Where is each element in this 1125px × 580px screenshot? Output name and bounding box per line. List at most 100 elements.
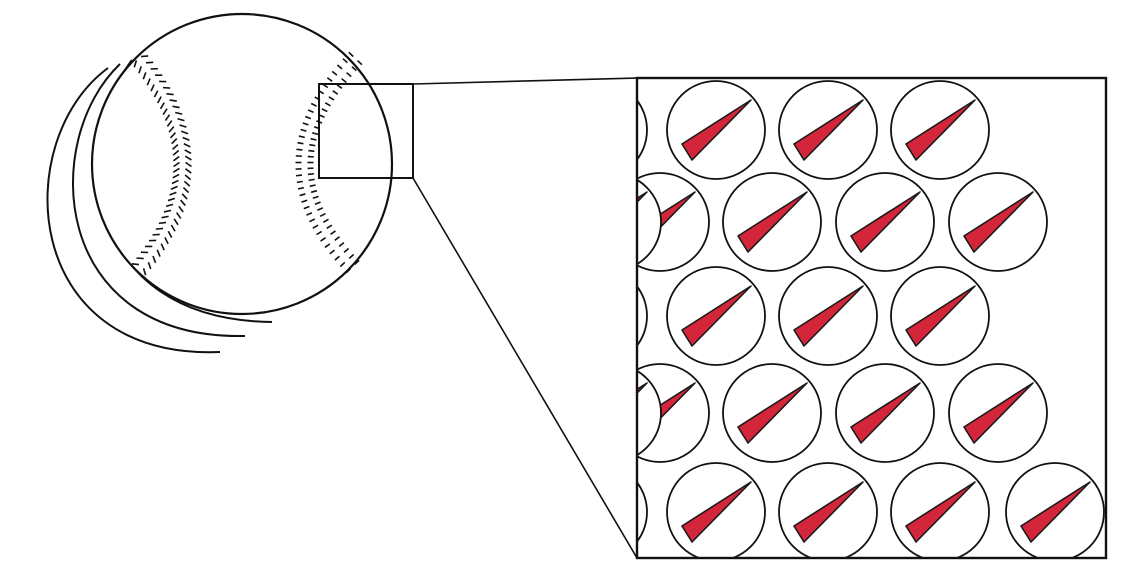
stitch-mark <box>164 114 171 121</box>
stitch-mark <box>317 207 324 212</box>
stitch-mark <box>184 174 192 181</box>
stitch-mark <box>320 237 327 242</box>
stitch-mark <box>167 197 176 202</box>
domain-arrow-icon <box>564 100 633 160</box>
domain-arrow-icon <box>850 191 921 253</box>
stitch-mark <box>314 201 321 206</box>
magnetic-domain <box>778 80 878 180</box>
stitch-mark <box>309 184 316 188</box>
domain-arrow-icon <box>564 286 633 346</box>
magnetic-domain <box>666 462 766 558</box>
zoom-guide-top <box>412 77 638 85</box>
motion-line-middle <box>72 63 246 338</box>
stitch-mark <box>331 70 338 76</box>
magnetic-domain <box>890 266 990 366</box>
stitch-mark <box>164 237 169 245</box>
stitch-mark <box>336 84 343 89</box>
stitch-mark <box>308 178 315 182</box>
stitch-mark <box>312 195 319 200</box>
stitch-mark <box>336 64 343 70</box>
stitch-mark <box>310 189 318 194</box>
stitch-mark <box>334 236 340 241</box>
stitch-mark <box>172 173 180 179</box>
stitch-mark <box>309 143 316 147</box>
stitch-mark <box>343 247 350 254</box>
magnetic-domain <box>835 363 935 463</box>
stitch-mark <box>326 77 333 82</box>
stitch-mark <box>312 224 319 229</box>
stitch-mark <box>173 161 180 168</box>
zoom-panel <box>564 76 1108 560</box>
stitch-mark <box>324 102 331 107</box>
stitch-mark <box>302 122 309 126</box>
stitch-mark <box>156 96 162 104</box>
stitch-mark <box>316 230 323 236</box>
ball-outline <box>90 12 394 316</box>
stitch-mark <box>167 230 173 238</box>
stitch-mark <box>153 90 159 98</box>
stitch-mark <box>357 60 363 66</box>
stitch-mark <box>304 115 312 120</box>
stitch-mark <box>295 174 303 177</box>
stitch-mark <box>160 243 165 251</box>
domain-circle <box>637 480 648 544</box>
magnetic-domain <box>666 80 766 180</box>
stitch-mark <box>296 148 303 151</box>
stitch-mark <box>338 242 345 248</box>
stitch-mark <box>174 111 183 115</box>
magnetic-domain <box>722 363 822 463</box>
magnetic-domain <box>778 462 878 558</box>
stitch-mark <box>163 209 172 213</box>
domain-arrow-icon <box>737 191 808 253</box>
stitch-mark <box>172 155 180 162</box>
stitch-mark <box>180 130 189 135</box>
stitch-mark <box>334 255 340 261</box>
stitch-mark <box>172 149 180 156</box>
stitch-mark <box>183 180 191 187</box>
stitch-mark <box>181 193 188 200</box>
stitch-mark <box>156 249 161 257</box>
stitch-mark <box>182 136 190 142</box>
stitch-mark <box>165 203 174 208</box>
stitch-mark <box>146 78 151 86</box>
stitch-mark <box>297 141 304 145</box>
stitch-mark <box>140 55 149 58</box>
stitch-mark <box>329 249 335 255</box>
stitch-mark <box>322 218 329 223</box>
stitch-mark <box>142 72 147 80</box>
stitch-mark <box>351 66 357 72</box>
stitch-mark <box>170 185 178 190</box>
zoom-panel-border <box>635 76 1108 560</box>
stitch-mark <box>175 212 182 219</box>
stitch-mark <box>171 138 178 145</box>
stitch-mark <box>328 96 335 101</box>
stitch-mark <box>339 261 346 268</box>
magnetic-domain <box>948 363 1048 463</box>
magnetic-domain <box>722 172 822 272</box>
stitching-right <box>295 51 363 274</box>
stitch-mark <box>348 51 354 58</box>
stitch-mark <box>172 167 180 173</box>
domain-grid <box>564 80 1105 558</box>
stitch-mark <box>326 224 333 229</box>
stitch-mark <box>172 143 179 150</box>
domain-arrow-icon <box>793 481 864 543</box>
domain-arrow-icon <box>681 285 752 347</box>
domain-arrow-icon <box>637 382 648 395</box>
magnetic-domain <box>564 98 648 162</box>
domain-circle <box>637 284 648 348</box>
magnetic-domain <box>890 80 990 180</box>
domain-arrow-icon <box>1020 481 1091 543</box>
stitch-mark <box>354 259 360 266</box>
stitch-mark <box>166 93 174 96</box>
stitch-mark <box>184 168 192 174</box>
stitch-mark <box>138 66 143 74</box>
stitch-mark <box>158 221 167 225</box>
stitch-mark <box>185 161 192 168</box>
stitch-mark <box>168 126 175 133</box>
domain-arrow-icon <box>793 99 864 161</box>
domain-arrow-icon <box>793 285 864 347</box>
stitch-mark <box>161 215 169 219</box>
domain-arrow-icon <box>905 481 976 543</box>
